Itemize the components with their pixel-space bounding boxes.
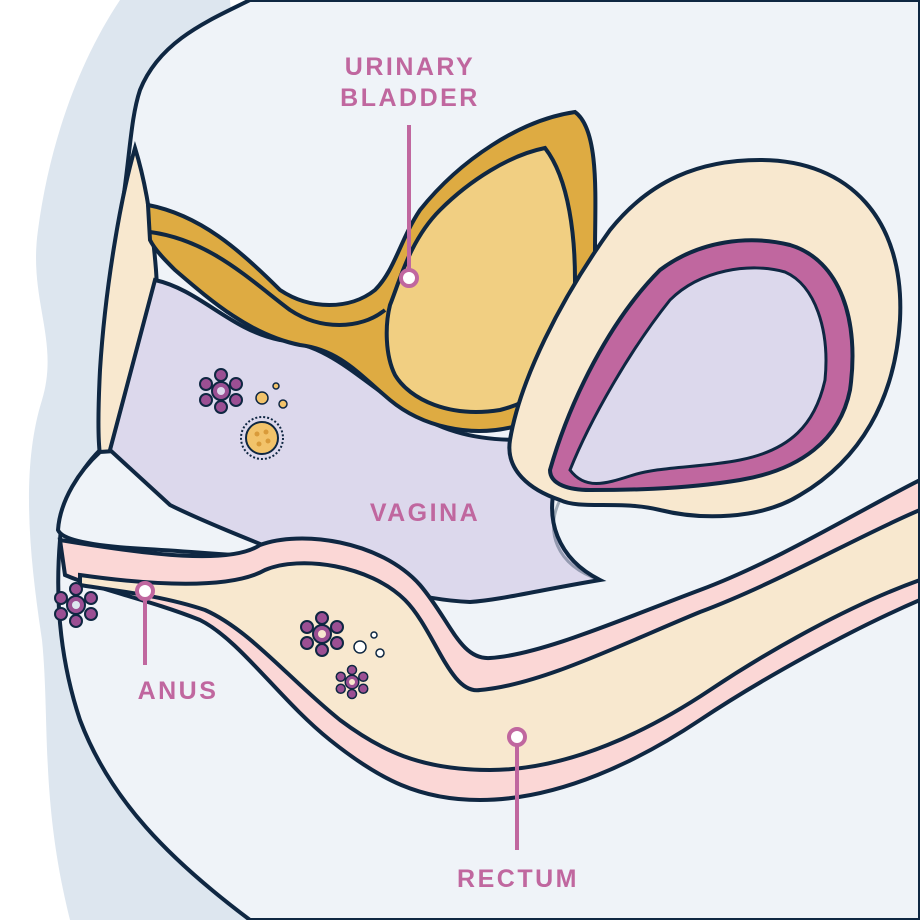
bacteria-cluster-icon: [54, 582, 98, 628]
bacteria-cluster-icon: [199, 368, 243, 414]
bacteria-cluster-icon: [335, 664, 369, 700]
bacteria-cluster-icon: [300, 611, 344, 657]
anus-pointer: [135, 581, 155, 665]
rectal-lumen: [78, 507, 920, 773]
spiky-germ-icon: [240, 416, 284, 460]
label-rectum: RECTUM: [457, 865, 579, 893]
rectum-pointer: [507, 727, 527, 850]
label-line-urinary: URINARY: [344, 53, 476, 81]
label-vagina: VAGINA: [369, 499, 481, 527]
label-line-bladder: BLADDER: [340, 84, 480, 112]
rectal-wall: [57, 477, 920, 803]
bladder-band-line: [149, 230, 387, 327]
white-particles-icon: [353, 631, 385, 658]
label-urinary-bladder: URINARY BLADDER: [330, 52, 490, 114]
bladder-pointer: [399, 125, 419, 288]
label-anus: ANUS: [137, 677, 219, 705]
uterine-cavity: [568, 266, 828, 485]
yellow-particles-icon: [255, 382, 288, 409]
cervix-overlap: [552, 499, 601, 582]
